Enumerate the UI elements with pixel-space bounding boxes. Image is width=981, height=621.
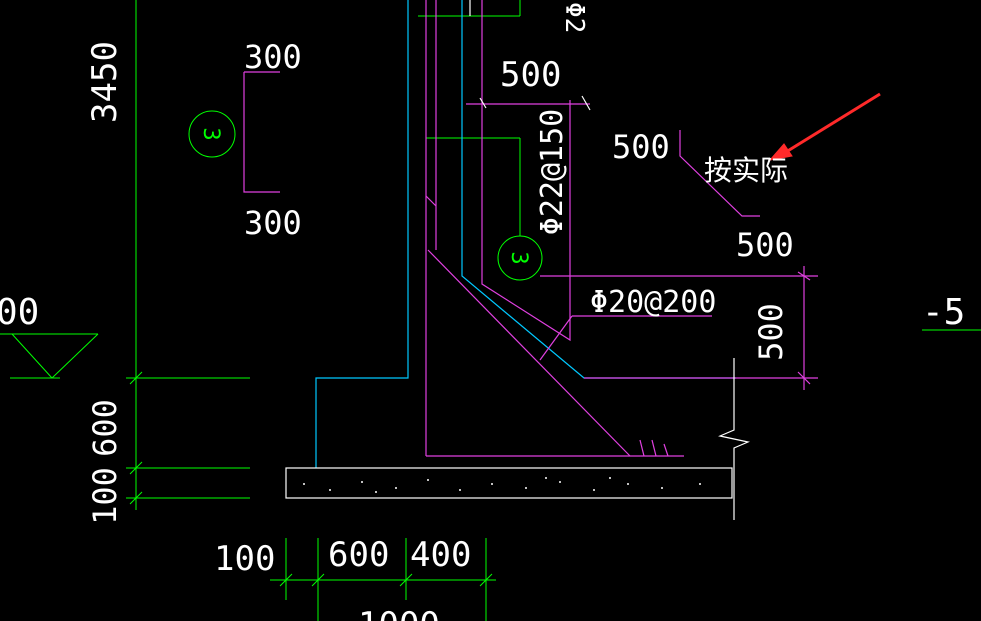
dim-500-top: 500 [500,55,561,95]
dim-vertical-500: 500 [752,303,790,361]
dim-phi20: Φ20@200 [590,285,716,320]
red-arrow [768,92,881,161]
dim-bottom-400: 400 [410,535,471,575]
dim-bottom-600: 600 [328,535,389,575]
dim-300-top: 300 [244,38,302,76]
dim-top-right-rebar: Φ2 [559,2,589,33]
annotation-note: 按实际 [704,154,788,187]
dim-left-edge: 00 [0,292,39,333]
dim-500-corner-bottom: 500 [736,226,794,264]
dim-3450: 3450 [85,41,125,123]
bar-mark-left-label: 3 [198,127,223,140]
bar-mark-circle-left [188,110,236,158]
dim-left-600: 600 [86,399,124,457]
dim-phi22: Φ22@150 [535,109,570,235]
dim-bottom-total: 1000 [358,605,440,621]
rebar-lines [243,0,818,457]
dim-left-100: 100 [86,467,124,525]
slab-outline [285,0,750,520]
bar-mark-right-label: 3 [506,251,531,264]
dim-bottom-100: 100 [214,539,275,579]
bar-mark-circle-right [497,235,543,281]
dim-300-bottom: 300 [244,204,302,242]
slab-hatch [303,477,701,493]
dim-right-edge: -5 [922,292,965,333]
dim-500-corner-left: 500 [612,128,670,166]
